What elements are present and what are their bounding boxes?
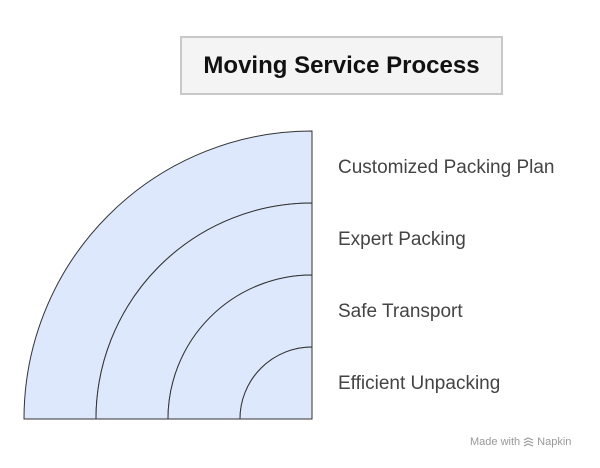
stage-label-expert-packing: Expert Packing bbox=[338, 229, 466, 250]
ring-efficient-unpacking bbox=[239, 346, 313, 420]
stage-label-safe-transport: Safe Transport bbox=[338, 301, 463, 322]
napkin-logo-icon bbox=[523, 436, 534, 448]
watermark-prefix: Made with bbox=[470, 436, 521, 448]
diagram-title: Moving Service Process bbox=[203, 51, 480, 79]
made-with-napkin-watermark: Made with Napkin bbox=[470, 436, 571, 448]
watermark-brand: Napkin bbox=[537, 436, 572, 448]
stage-label-customized-packing-plan: Customized Packing Plan bbox=[338, 157, 555, 178]
title-box: Moving Service Process bbox=[180, 36, 503, 95]
stage-label-efficient-unpacking: Efficient Unpacking bbox=[338, 373, 501, 394]
